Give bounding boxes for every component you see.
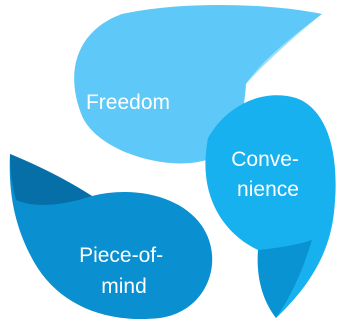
petal-freedom-label: Freedom (86, 91, 170, 114)
petal-piece-of-mind-label: Piece-of- mind (79, 244, 169, 298)
petal-freedom: Freedom (74, 4, 322, 164)
petal-convenience: Conve- nience (205, 95, 336, 318)
petal-convenience-fold (257, 240, 312, 318)
petal-piece-of-mind: Piece-of- mind (9, 154, 213, 320)
petal-freedom-shape (74, 4, 322, 164)
petal-convenience-label: Conve- nience (231, 148, 305, 201)
petal-piece-of-mind-fold (10, 154, 92, 205)
